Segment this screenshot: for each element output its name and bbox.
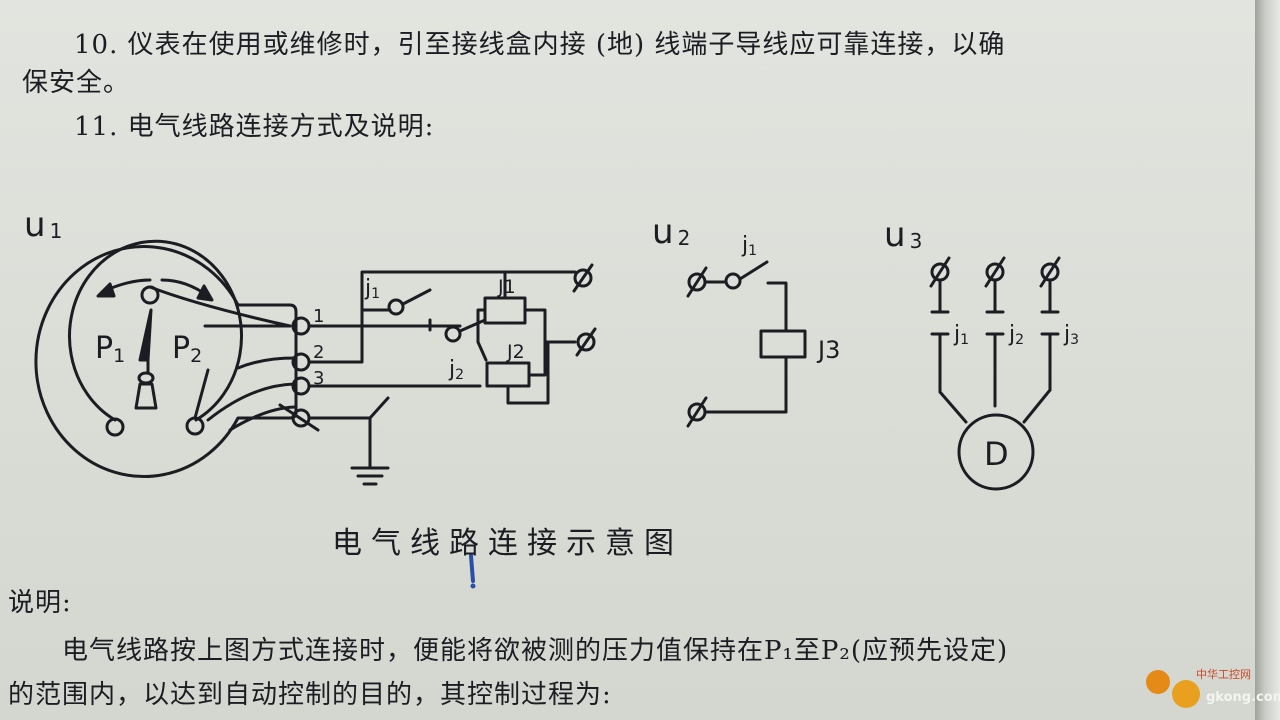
p2-inner-wire xyxy=(193,368,210,420)
note-paragraph-1: 电气线路按上图方式连接时，便能将欲被测的压力值保持在P₁至P₂(应预先设定) xyxy=(62,636,1009,666)
relay-coil-J3 xyxy=(759,329,807,359)
u2-terminal-bottom xyxy=(687,402,707,422)
terminal-3-number: 3 xyxy=(313,368,324,389)
label-J1: J1 xyxy=(497,276,516,298)
motor-label: D xyxy=(984,435,1009,473)
u2-switch-blade xyxy=(738,260,769,281)
motor-circle xyxy=(957,413,1035,491)
gauge-pointer xyxy=(138,308,153,362)
pen-mark xyxy=(469,554,475,583)
u1-output-terminals xyxy=(572,263,597,357)
switch-j1-blade xyxy=(401,288,432,306)
gauge-assembly xyxy=(34,239,298,478)
label-j2: j2 xyxy=(448,357,464,383)
book-spine-edge xyxy=(1255,0,1280,720)
switch-j2-pivot xyxy=(444,325,462,343)
label-p2: P2 xyxy=(172,331,202,367)
u3-label-j2: j2 xyxy=(1008,322,1024,348)
text-line-11: 11. 电气线路连接方式及说明: xyxy=(74,112,435,142)
u3-label-j3: j3 xyxy=(1063,322,1079,348)
pointer-hub xyxy=(137,371,155,385)
relay-coil-J1 xyxy=(483,296,527,325)
u2-circuit xyxy=(686,260,807,428)
u2-switch-pivot xyxy=(724,272,742,290)
gauge-inner-arc xyxy=(68,239,243,422)
u2-label-j1: j1 xyxy=(741,233,757,259)
label-J2: J2 xyxy=(506,341,525,363)
switch-j2-blade xyxy=(458,318,487,333)
arrow-left-head xyxy=(96,282,116,298)
label-j1: j1 xyxy=(364,276,380,302)
text-line-10: 10. 仪表在使用或维修时，引至接线盒内接 (地) 线端子导线应可靠连接，以确 xyxy=(74,30,1006,60)
watermark-title: 中华工控网 xyxy=(1196,668,1251,681)
label-J3: J3 xyxy=(816,336,840,364)
u3-circuit xyxy=(929,256,1061,491)
note-heading: 说明: xyxy=(8,588,72,618)
pointer-tail xyxy=(134,382,158,410)
watermark-site: gkong.com xyxy=(1206,690,1280,705)
arrow-right-head xyxy=(196,284,214,302)
terminal-2-number: 2 xyxy=(313,342,324,363)
relay-coil-J2 xyxy=(485,361,531,388)
gauge-wires xyxy=(148,285,297,432)
u3-label-j1: j1 xyxy=(953,322,969,348)
terminal-1-number: 1 xyxy=(313,306,324,327)
switch-j1-pivot xyxy=(387,298,405,316)
watermark-gear-icon xyxy=(1146,670,1170,694)
note-paragraph-2: 的范围内，以达到自动控制的目的，其控制过程为: xyxy=(8,680,612,710)
relay-circuit xyxy=(307,270,577,486)
text-line-10-cont: 保安全。 xyxy=(22,68,131,98)
watermark-gear-icon-2 xyxy=(1172,680,1200,708)
diagram-caption: 电气线路连接示意图 xyxy=(332,526,683,561)
label-p1: P1 xyxy=(95,331,125,367)
contact-p1-terminal xyxy=(105,417,125,437)
